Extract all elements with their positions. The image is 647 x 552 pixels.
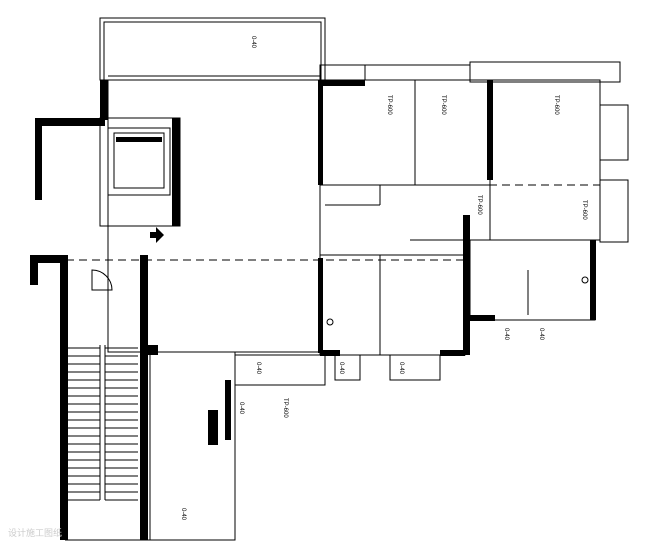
walls	[30, 80, 596, 540]
label: TP-600	[581, 200, 587, 220]
svg-text:0-40: 0-40	[398, 362, 404, 375]
label: TP-600	[440, 95, 446, 115]
label: TP-600	[282, 398, 288, 418]
label: TP-600	[476, 195, 482, 215]
svg-text:0-40: 0-40	[538, 328, 544, 341]
vertical-labels: TP-600 TP-600 TP-600 TP-600 TP-600 TP-60…	[282, 95, 587, 418]
label: TP-600	[386, 95, 392, 115]
room-lines	[65, 61, 629, 541]
fixture-icon	[581, 276, 589, 284]
svg-text:0-40: 0-40	[250, 36, 256, 49]
svg-text:0-40: 0-40	[180, 508, 186, 521]
elevator	[99, 117, 181, 227]
watermark: 设计施工图纸	[8, 527, 62, 538]
svg-text:0-40: 0-40	[238, 402, 244, 415]
svg-text:0-40: 0-40	[338, 362, 344, 375]
top-balcony	[99, 17, 326, 81]
level-tags: 0-40 0-40 0-40 0-40 0-40 0-40 0-40 0-40	[180, 36, 544, 521]
entrance-arrow-icon	[150, 227, 164, 243]
stairs	[68, 345, 138, 501]
svg-text:0-40: 0-40	[503, 328, 509, 341]
door-icon	[91, 269, 113, 291]
label: TP-600	[553, 95, 559, 115]
svg-text:0-40: 0-40	[255, 362, 261, 375]
fixture-icon	[326, 318, 334, 326]
